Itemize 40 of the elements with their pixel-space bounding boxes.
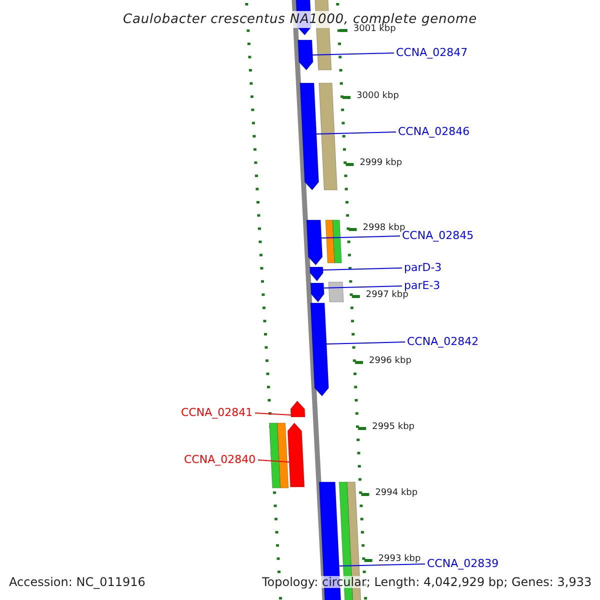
genome-info-text: Topology: circular; Length: 4,042,929 bp; Genes: 3,933 <box>262 576 592 588</box>
scale-label: 3001 kbp <box>353 25 396 34</box>
gene-block <box>310 266 324 282</box>
gene-bar <box>277 422 289 488</box>
gene-bar <box>269 422 281 488</box>
scale-label: 2999 kbp <box>360 159 402 168</box>
accession-text: Accession: NC_011916 <box>9 576 146 588</box>
scale-label: 2993 kbp <box>378 555 421 564</box>
scale-label: 3000 kbp <box>356 92 399 101</box>
leader-line <box>322 268 402 270</box>
gene-bar <box>318 82 338 190</box>
gene-block <box>287 422 305 488</box>
gene-label: CCNA_02841 <box>181 407 253 418</box>
leader-line <box>312 52 394 56</box>
gene-block <box>300 82 320 190</box>
scale-label: 2996 kbp <box>369 357 412 366</box>
scale-label: 2998 kbp <box>362 224 406 233</box>
gene-label: CCNA_02845 <box>402 230 474 241</box>
gene-block <box>290 400 306 418</box>
gene-bar <box>332 220 342 264</box>
gene-bar <box>325 220 335 264</box>
leader-line <box>254 412 292 416</box>
leader-line <box>338 564 426 566</box>
leader-line <box>320 236 400 238</box>
scale-label: 2994 kbp <box>375 489 418 498</box>
leader-line <box>316 132 396 134</box>
gene-label: CCNA_02846 <box>398 126 470 137</box>
leader-line <box>326 342 406 344</box>
leader-line <box>258 460 290 462</box>
gene-label: CCNA_02839 <box>427 558 499 569</box>
gene-label: CCNA_02840 <box>184 454 256 465</box>
gene-label: CCNA_02842 <box>407 336 479 347</box>
leader-line <box>323 286 402 288</box>
gene-label: parD-3 <box>404 262 442 273</box>
gene-label: parE-3 <box>404 280 440 291</box>
gene-block <box>310 282 324 302</box>
gene-label: CCNA_02847 <box>396 47 468 58</box>
scale-label: 2995 kbp <box>372 423 415 432</box>
gene-bar <box>328 282 344 302</box>
scale-label: 2997 kbp <box>366 291 408 300</box>
